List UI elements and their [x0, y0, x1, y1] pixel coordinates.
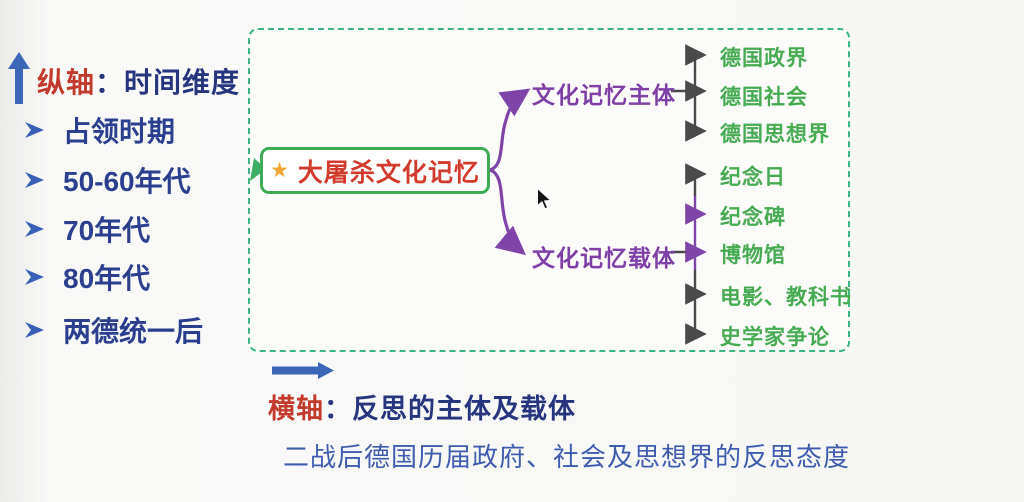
leaf-memorial-day: 纪念日: [720, 166, 786, 189]
mindmap-connectors: [250, 44, 707, 345]
mouse-cursor-icon: [536, 187, 553, 216]
mindmap-root-node: ★ 大屠杀文化记忆: [260, 147, 490, 194]
horizontal-axis-title-red: 横轴: [268, 394, 324, 424]
star-icon: ★: [270, 159, 289, 182]
arrowhead-bullet-icon: [25, 322, 44, 338]
arrowhead-bullet-icon: [25, 221, 44, 237]
right-arrow-icon: [272, 362, 334, 384]
era-item-label: 占领时期: [63, 116, 176, 147]
era-item-label: 两德统一后: [63, 316, 204, 347]
mindmap-panel: ★ 大屠杀文化记忆 文化记忆主体 文化记忆载体 德国政界 德国社会 德国思想界 …: [248, 28, 852, 352]
era-item-reunification: 两德统一后: [22, 310, 203, 350]
era-item-occupation: 占领时期: [22, 110, 175, 150]
up-arrow-icon: [8, 52, 30, 109]
leaf-film-textbook: 电影、教科书: [720, 286, 852, 309]
horizontal-axis-subtitle: 二战后德国历届政府、社会及思想界的反思态度: [283, 442, 851, 472]
vertical-axis-title: 纵轴：时间维度: [37, 61, 240, 101]
era-item-label: 50-60年代: [63, 166, 191, 197]
leaf-historian-debate: 史学家争论: [720, 326, 830, 349]
mindmap-root-label: 大屠杀文化记忆: [297, 158, 480, 187]
vertical-axis-title-rest: ：时间维度: [95, 66, 241, 98]
arrowhead-bullet-icon: [25, 269, 44, 285]
era-item-80s: 80年代: [22, 257, 150, 297]
leaf-monument: 纪念碑: [720, 206, 786, 229]
leaf-german-society: 德国社会: [720, 86, 808, 109]
era-item-label: 70年代: [63, 215, 151, 246]
leaf-museum: 博物馆: [720, 244, 786, 267]
vertical-axis-title-red: 纵轴: [37, 66, 96, 98]
branch-label-memory-subjects: 文化记忆主体: [532, 82, 676, 108]
era-item-70s: 70年代: [22, 209, 150, 249]
arrowhead-bullet-icon: [25, 172, 44, 188]
horizontal-axis-title-rest: ：反思的主体及载体: [324, 394, 576, 424]
horizontal-axis-title: 横轴：反思的主体及载体: [268, 387, 576, 426]
entry-arrow-icon: [250, 158, 266, 181]
era-item-label: 80年代: [63, 263, 151, 294]
vertical-axis-header: 纵轴：时间维度: [8, 52, 240, 109]
era-item-50-60s: 50-60年代: [22, 160, 191, 200]
arrowhead-bullet-icon: [25, 122, 44, 138]
branch-label-memory-carriers: 文化记忆载体: [532, 245, 676, 271]
leaf-german-thinkers: 德国思想界: [720, 123, 830, 146]
leaf-german-politics: 德国政界: [720, 47, 808, 70]
